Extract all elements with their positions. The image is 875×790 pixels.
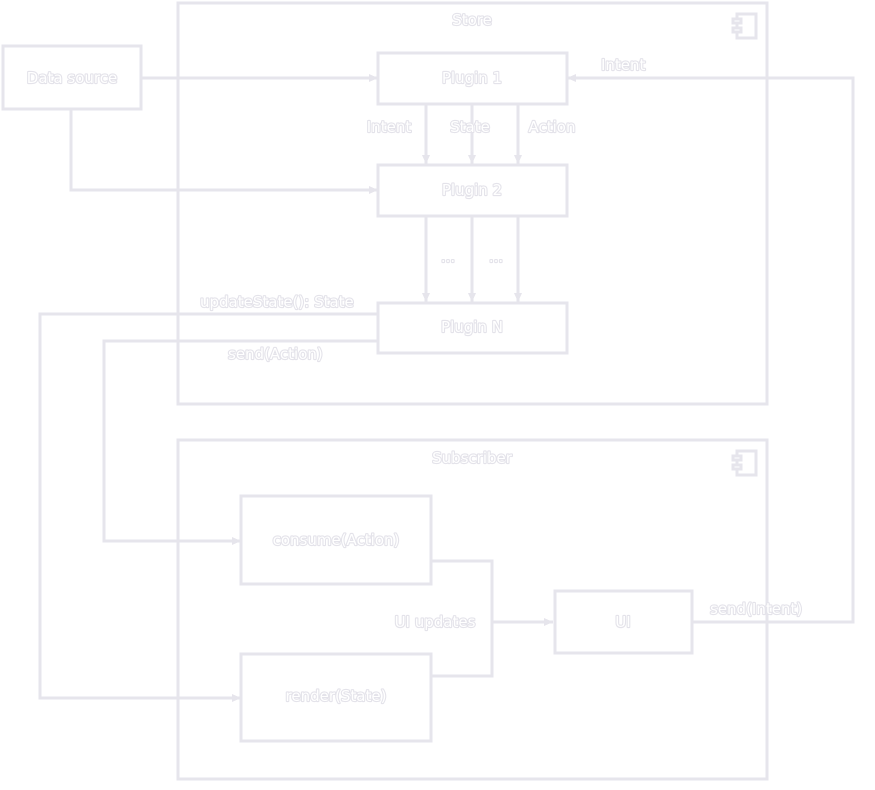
subscriber-component-icon	[731, 449, 758, 477]
edge-pluginN-consume	[102, 339, 378, 545]
edge-label-send-intent: send(Intent)	[710, 600, 802, 618]
plugin-2-label: Plugin 2	[442, 181, 502, 199]
data-source-node: Data source	[1, 44, 143, 111]
render-state-label: render(State)	[286, 687, 387, 705]
edge-label-ui-updates: UI updates	[395, 613, 476, 631]
store-component-icon	[731, 12, 758, 40]
edge-consume-ui	[431, 559, 494, 678]
ui-node: UI	[553, 589, 694, 655]
ui-label: UI	[615, 613, 630, 631]
consume-action-node: consume(Action)	[239, 494, 433, 586]
edge-ui-plugin1	[567, 74, 855, 624]
edge-label-ellipsis-1: ...	[441, 248, 455, 266]
plugin-n-label: Plugin N	[441, 318, 503, 336]
data-source-label: Data source	[27, 69, 117, 87]
edge-label-send-action: send(Action)	[228, 345, 323, 363]
render-state-node: render(State)	[239, 652, 433, 743]
edge-label-update-state: updateState(): State	[200, 293, 354, 311]
consume-action-label: consume(Action)	[273, 531, 400, 549]
edge-label-intent-top: Intent	[601, 56, 646, 74]
edge-label-intent: Intent	[367, 118, 412, 136]
edge-label-ellipsis-2: ...	[489, 248, 503, 266]
edge-pluginN-render	[38, 312, 378, 702]
edge-label-state: State	[450, 118, 490, 136]
plugin-2-node: Plugin 2	[376, 163, 569, 218]
subscriber-label: Subscriber	[432, 449, 513, 467]
plugin-1-node: Plugin 1	[376, 51, 569, 106]
edge-label-action: Action	[529, 118, 576, 136]
edge-datasource-plugin2	[69, 110, 378, 194]
plugin-n-node: Plugin N	[376, 301, 569, 355]
store-label: Store	[452, 11, 492, 29]
plugin-1-label: Plugin 1	[442, 69, 502, 87]
